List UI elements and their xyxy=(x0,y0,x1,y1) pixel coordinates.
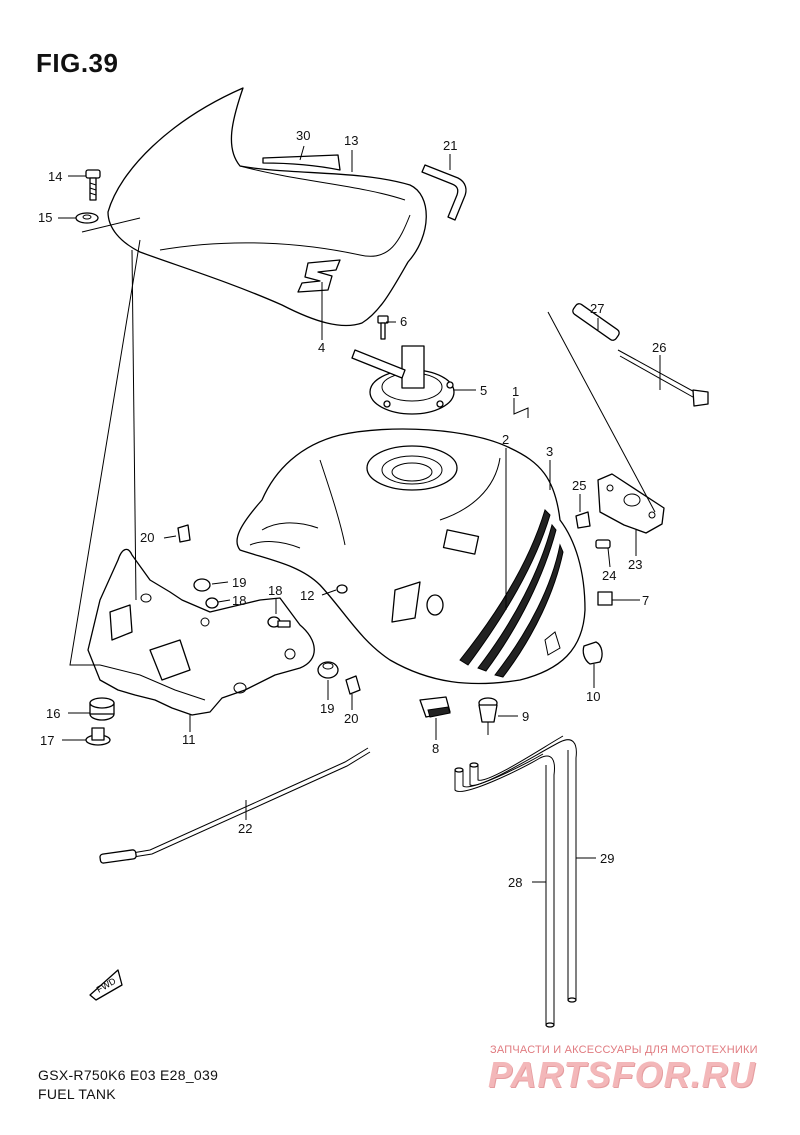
callout-14: 14 xyxy=(48,169,62,184)
tank-cover[interactable] xyxy=(107,87,427,327)
callout-19-top: 19 xyxy=(232,575,246,590)
footer-model-code: GSX-R750K6 E03 E28_039 xyxy=(38,1067,219,1083)
callout-6: 6 xyxy=(400,314,407,329)
callout-23: 23 xyxy=(628,557,642,572)
front-collar[interactable] xyxy=(85,727,111,746)
tank-cover-strip[interactable] xyxy=(262,154,341,171)
callout-29: 29 xyxy=(600,851,614,866)
callout-labels: 30 13 21 14 15 4 6 5 1 2 3 27 26 25 23 2… xyxy=(38,128,666,890)
bracket-collar-top[interactable] xyxy=(205,597,219,609)
bracket-grommet-top[interactable] xyxy=(193,578,211,592)
cover-washer[interactable] xyxy=(75,212,99,224)
callout-13: 13 xyxy=(344,133,358,148)
footer-figure-name: FUEL TANK xyxy=(38,1086,116,1102)
callout-9: 9 xyxy=(522,709,529,724)
rear-mount-bracket[interactable] xyxy=(597,473,665,534)
rear-mount-screw[interactable] xyxy=(595,539,611,549)
callout-25: 25 xyxy=(572,478,586,493)
callout-4: 4 xyxy=(318,340,325,355)
callout-28: 28 xyxy=(508,875,522,890)
cap-screw[interactable] xyxy=(377,315,389,340)
drain-hose[interactable] xyxy=(454,753,555,1028)
tank-bolt[interactable] xyxy=(336,584,348,594)
tank-cushion-10[interactable] xyxy=(582,641,603,665)
callout-11: 11 xyxy=(182,732,196,747)
breather-hose[interactable] xyxy=(421,164,467,221)
callout-16: 16 xyxy=(46,706,60,721)
callout-19-bottom: 19 xyxy=(320,701,334,716)
callout-21: 21 xyxy=(443,138,457,153)
watermark-logo: PARTSFOR.RU xyxy=(488,1054,756,1095)
watermark-tagline: ЗАПЧАСТИ И АКСЕССУАРЫ ДЛЯ МОТОТЕХНИКИ xyxy=(490,1044,758,1056)
callout-12: 12 xyxy=(300,588,314,603)
callout-24: 24 xyxy=(602,568,616,583)
callout-27: 27 xyxy=(590,301,604,316)
callout-1: 1 xyxy=(512,384,519,399)
callout-30: 30 xyxy=(296,128,310,143)
drain-cover[interactable] xyxy=(419,696,451,718)
tank-cushion-7[interactable] xyxy=(597,591,613,606)
callout-20-bottom: 20 xyxy=(344,711,358,726)
bracket-grommet-side[interactable] xyxy=(317,661,339,679)
callout-22: 22 xyxy=(238,821,252,836)
fuel-tank[interactable] xyxy=(236,428,586,685)
callout-17: 17 xyxy=(40,733,54,748)
rear-mount-collar[interactable] xyxy=(575,511,591,529)
cover-bolt[interactable] xyxy=(85,169,101,201)
callout-5: 5 xyxy=(480,383,487,398)
callout-15: 15 xyxy=(38,210,52,225)
breather-valve[interactable] xyxy=(478,697,498,735)
figure-title: FIG.39 xyxy=(36,48,119,78)
callout-3: 3 xyxy=(546,444,553,459)
callout-18-right: 18 xyxy=(268,583,282,598)
prop-rod[interactable] xyxy=(99,747,371,864)
callout-10: 10 xyxy=(586,689,600,704)
callout-20-top: 20 xyxy=(140,530,154,545)
forward-direction-icon: FWD xyxy=(89,969,123,1001)
callout-26: 26 xyxy=(652,340,666,355)
callout-2: 2 xyxy=(502,432,509,447)
front-cushion[interactable] xyxy=(89,697,115,721)
bracket-bolt[interactable] xyxy=(267,616,291,628)
bracket-nut-top[interactable] xyxy=(177,524,191,543)
bracket-nut-side[interactable] xyxy=(345,675,361,695)
overflow-hose[interactable] xyxy=(469,735,577,1003)
rear-mount-bolt[interactable] xyxy=(571,302,709,407)
callout-8: 8 xyxy=(432,741,439,756)
leader-lines xyxy=(58,145,661,883)
tank-bracket[interactable] xyxy=(87,548,315,716)
assembly-phantom-lines xyxy=(69,217,656,666)
fuel-cap[interactable] xyxy=(351,345,455,415)
callout-7: 7 xyxy=(642,593,649,608)
callout-18-left: 18 xyxy=(232,593,246,608)
